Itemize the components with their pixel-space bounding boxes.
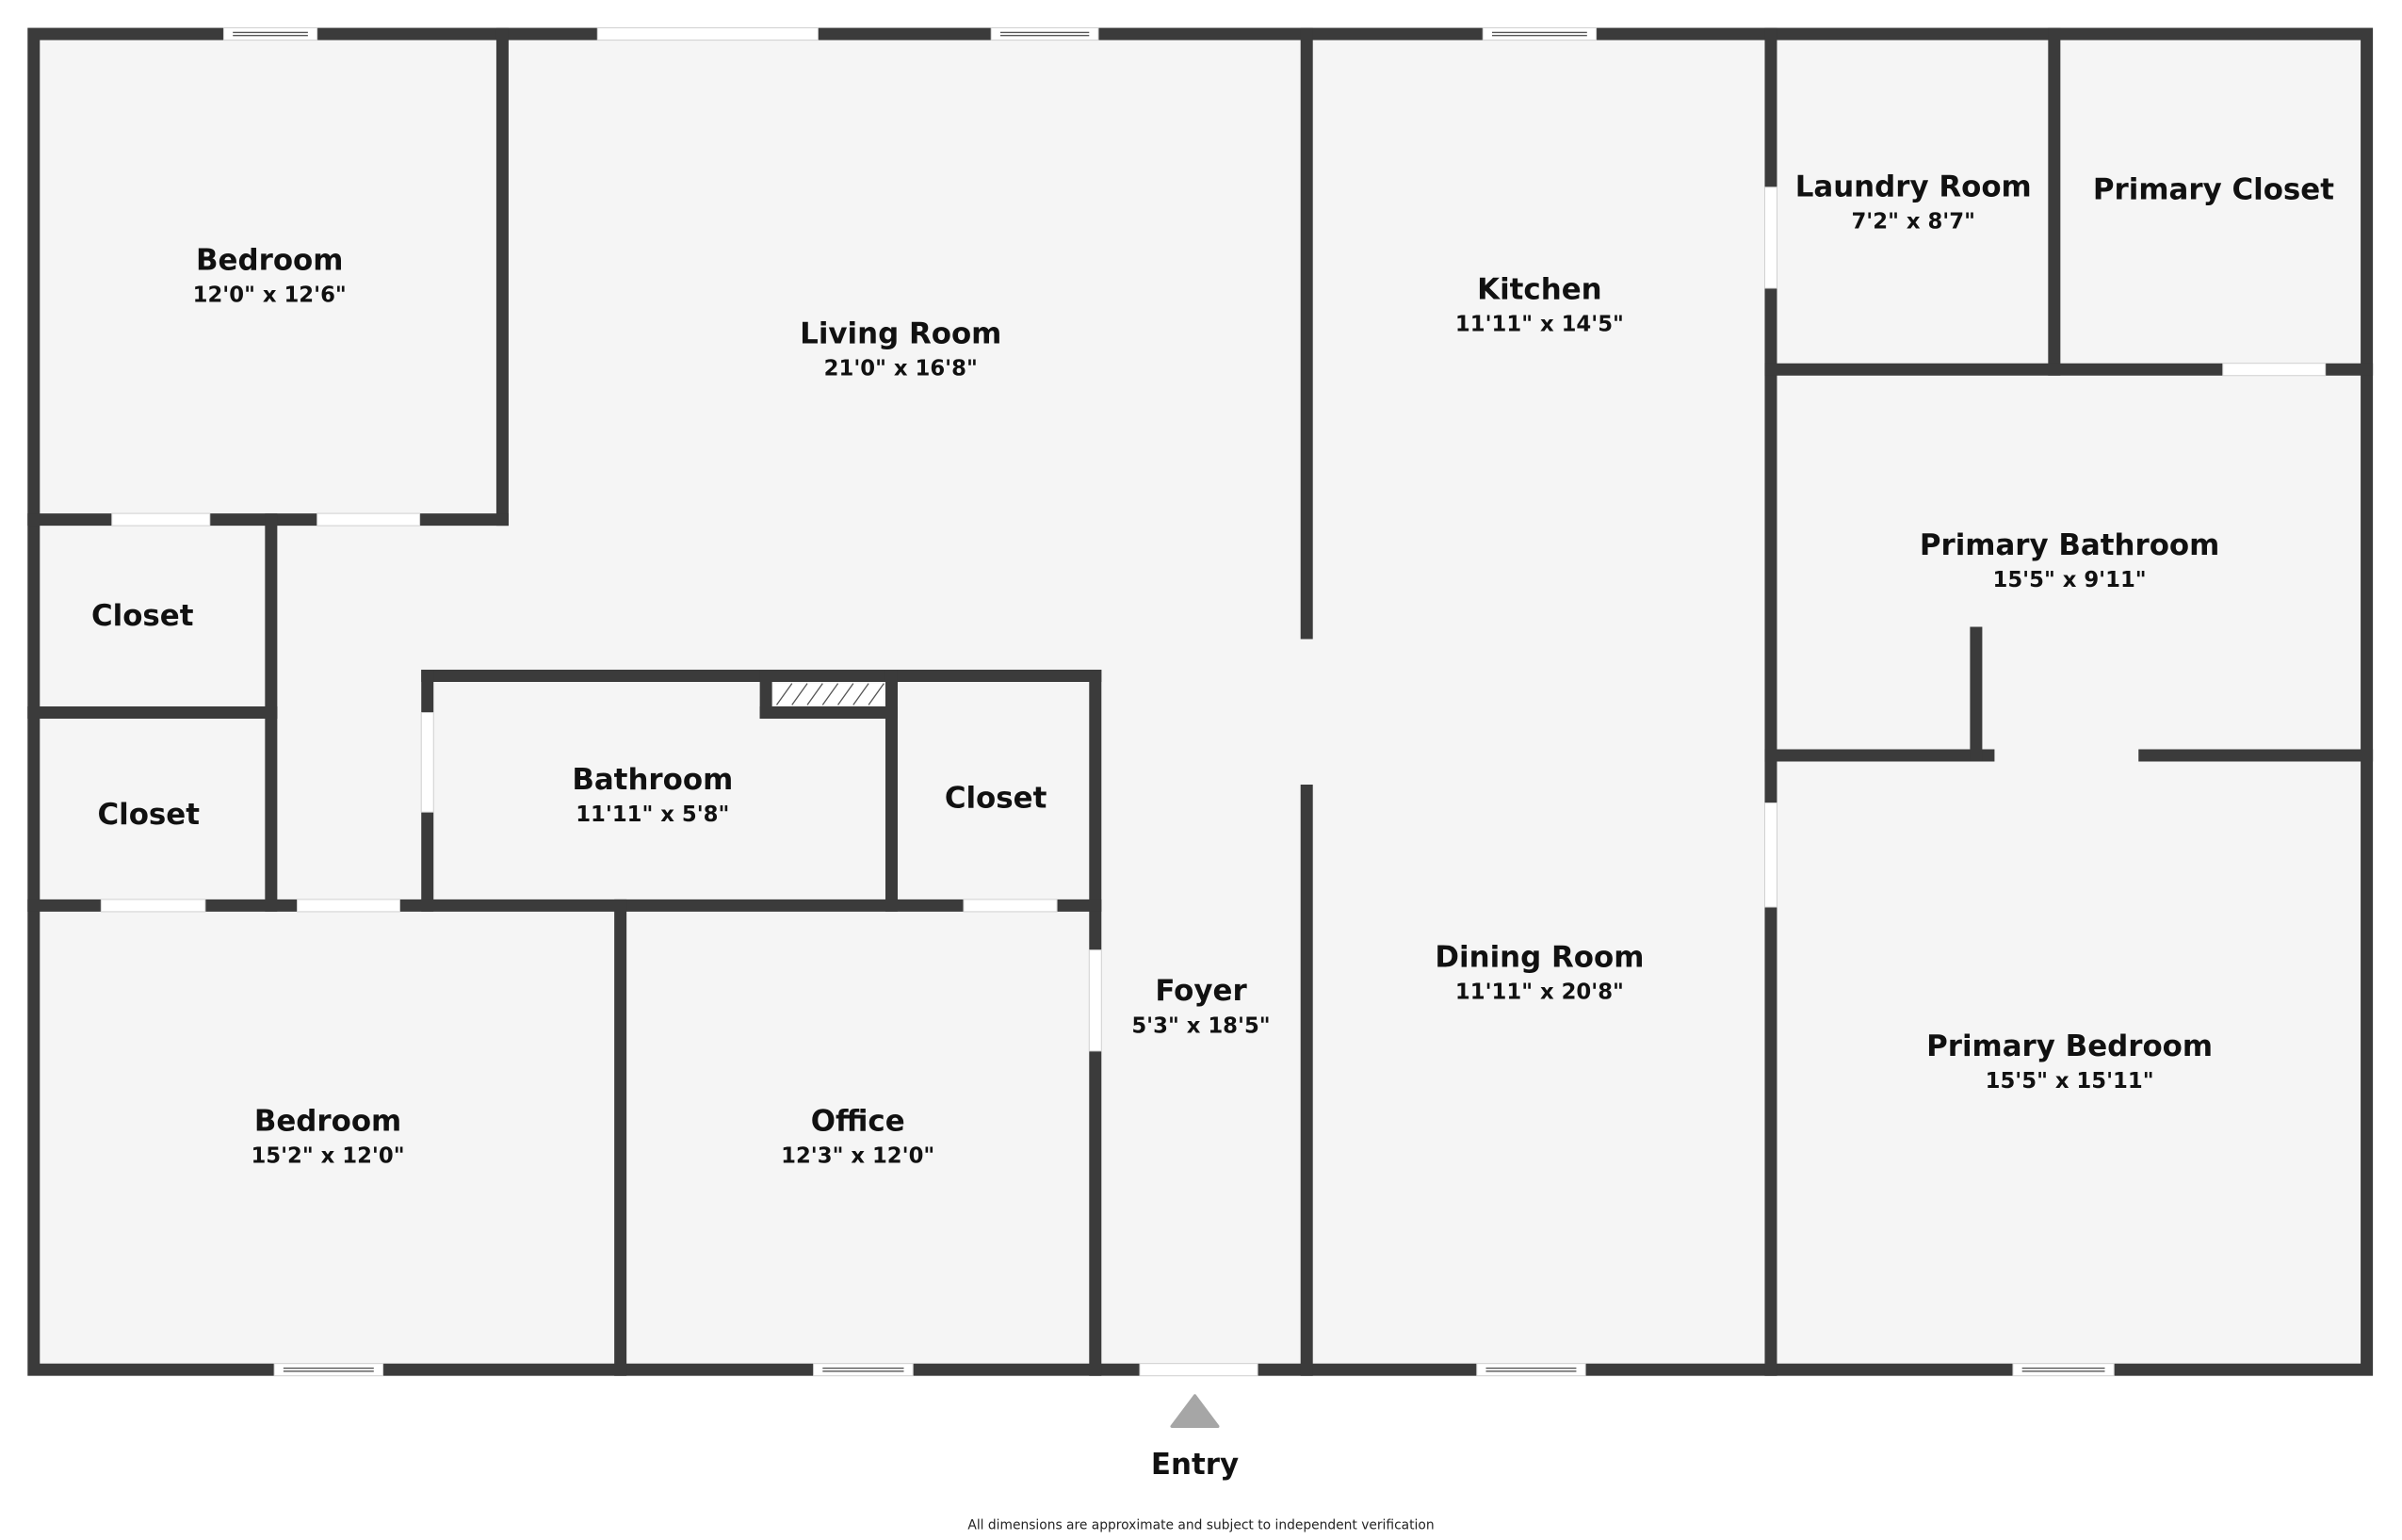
room-dims: 21'0" x 16'8" xyxy=(824,357,978,381)
floor-area xyxy=(33,34,2367,1370)
room-closet-1: Closet xyxy=(91,599,194,633)
hatched-chase xyxy=(773,683,885,705)
room-kitchen: Kitchen 11'11" x 14'5" xyxy=(1455,272,1624,336)
room-dims: 12'0" x 12'6" xyxy=(193,284,347,308)
window xyxy=(813,1363,914,1377)
openings xyxy=(100,27,2327,1377)
room-name: Foyer xyxy=(1155,974,1247,1008)
entry-label: Entry xyxy=(1151,1448,1239,1482)
room-dims: 5'3" x 18'5" xyxy=(1131,1013,1270,1038)
room-laundry-room: Laundry Room 7'2" x 8'7" xyxy=(1795,170,2032,234)
room-closet-2: Closet xyxy=(97,798,200,832)
window xyxy=(2012,1363,2115,1377)
window xyxy=(990,27,1099,41)
disclaimer: All dimensions are approximate and subje… xyxy=(967,1517,1434,1532)
room-bathroom: Bathroom 11'11" x 5'8" xyxy=(572,763,733,827)
window xyxy=(222,27,318,41)
room-name: Bathroom xyxy=(572,763,733,797)
window xyxy=(273,1363,384,1377)
room-name: Dining Room xyxy=(1435,940,1644,974)
room-dims: 15'5" x 9'11" xyxy=(1993,568,2147,592)
room-dims: 15'5" x 15'11" xyxy=(1986,1069,2154,1094)
room-name: Primary Closet xyxy=(2093,173,2334,207)
window xyxy=(1482,27,1598,41)
triangle-up-icon xyxy=(1170,1394,1220,1428)
room-office: Office 12'3" x 12'0" xyxy=(781,1104,934,1168)
room-dims: 7'2" x 8'7" xyxy=(1851,210,1974,235)
room-dims: 15'2" x 12'0" xyxy=(251,1144,404,1169)
room-dims: 11'11" x 14'5" xyxy=(1455,313,1624,337)
room-name: Bedroom xyxy=(196,244,343,278)
room-dims: 12'3" x 12'0" xyxy=(781,1144,934,1169)
room-name: Laundry Room xyxy=(1795,170,2032,203)
room-primary-bathroom: Primary Bathroom 15'5" x 9'11" xyxy=(1920,528,2219,592)
room-primary-bedroom: Primary Bedroom 15'5" x 15'11" xyxy=(1926,1029,2213,1094)
windows xyxy=(222,27,2115,1377)
room-name: Closet xyxy=(97,798,200,832)
room-name: Kitchen xyxy=(1477,272,1601,306)
room-bedroom-1: Bedroom 12'0" x 12'6" xyxy=(193,244,347,308)
room-closet-3: Closet xyxy=(945,781,1047,815)
room-name: Primary Bedroom xyxy=(1926,1029,2213,1063)
room-name: Primary Bathroom xyxy=(1920,528,2219,562)
room-foyer: Foyer 5'3" x 18'5" xyxy=(1131,974,1270,1038)
room-name: Living Room xyxy=(800,317,1001,351)
room-name: Bedroom xyxy=(254,1104,401,1138)
room-name: Closet xyxy=(945,781,1047,815)
room-primary-closet: Primary Closet xyxy=(2093,173,2334,207)
room-name: Office xyxy=(811,1104,905,1138)
room-living-room: Living Room 21'0" x 16'8" xyxy=(800,317,1001,381)
room-dims: 11'11" x 5'8" xyxy=(576,802,729,827)
room-bedroom-2: Bedroom 15'2" x 12'0" xyxy=(251,1104,404,1168)
window xyxy=(1476,1363,1586,1377)
room-name: Closet xyxy=(91,599,194,633)
room-dims: 11'11" x 20'8" xyxy=(1455,981,1624,1005)
room-dining-room: Dining Room 11'11" x 20'8" xyxy=(1435,940,1644,1004)
